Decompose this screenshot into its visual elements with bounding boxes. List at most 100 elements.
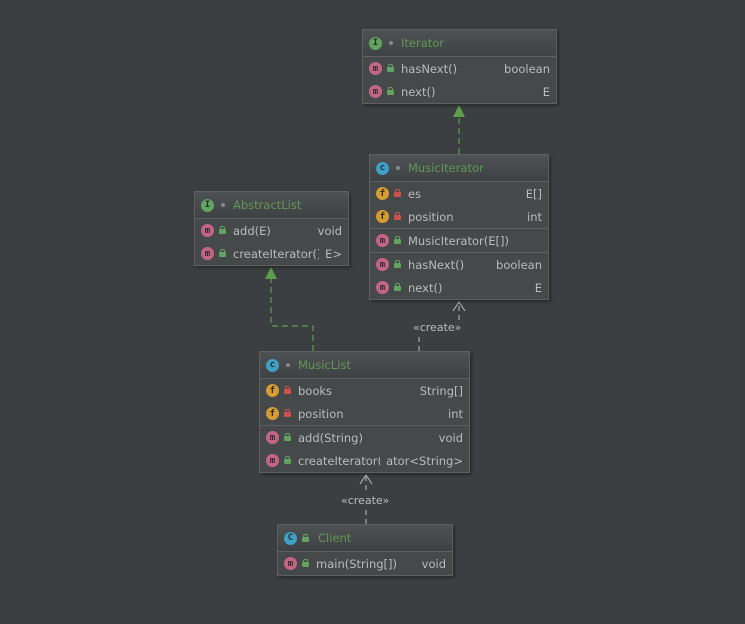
method-icon: m (201, 247, 214, 260)
public-icon (218, 249, 227, 258)
method-row[interactable]: m add(E) void (195, 219, 348, 242)
class-header: c MusicIterator (370, 155, 548, 182)
member-name: es (408, 186, 422, 201)
methods-section: m add(E) void m createIterator() E> (195, 219, 348, 265)
method-icon: m (266, 454, 279, 467)
method-icon: m (284, 557, 297, 570)
field-row[interactable]: f position int (370, 205, 548, 228)
public-icon (393, 260, 402, 269)
class-header: C Client (278, 525, 452, 552)
private-icon (283, 409, 292, 418)
package-visibility-icon (221, 203, 225, 207)
member-name: main(String[]) (316, 556, 397, 571)
arrowhead-iterator (453, 105, 465, 117)
public-icon (393, 283, 402, 292)
method-icon: m (369, 62, 382, 75)
member-name: hasNext() (401, 61, 458, 76)
member-type: String[] (419, 383, 463, 398)
method-icon: m (376, 281, 389, 294)
methods-section: m hasNext() boolean m next() E (370, 253, 548, 299)
member-name: books (298, 383, 333, 398)
member-name: next() (401, 84, 436, 99)
private-icon (393, 189, 402, 198)
class-name: Iterator (401, 36, 445, 50)
class-name: Client (318, 531, 352, 545)
class-name: MusicList (298, 358, 351, 372)
package-visibility-icon (396, 166, 400, 170)
arrowhead-musiciterator (452, 301, 466, 312)
constructor-row[interactable]: m MusicIterator(E[]) (370, 229, 548, 252)
member-name: position (298, 406, 344, 421)
public-icon (386, 87, 395, 96)
member-name: next() (408, 280, 443, 295)
field-icon: f (376, 187, 389, 200)
class-icon: c (376, 161, 389, 175)
field-row[interactable]: f position int (260, 402, 469, 425)
fields-section: f es E[] f position int (370, 182, 548, 229)
method-icon: m (376, 258, 389, 271)
method-row[interactable]: m add(String) void (260, 426, 469, 449)
method-row[interactable]: m next() E (370, 276, 548, 299)
private-icon (283, 386, 292, 395)
method-icon: m (201, 224, 214, 237)
public-icon (218, 226, 227, 235)
member-type: E[] (525, 186, 542, 201)
class-header: I Iterator (363, 30, 556, 57)
field-row[interactable]: f books String[] (260, 379, 469, 402)
method-icon: m (266, 431, 279, 444)
interface-icon: I (369, 36, 382, 50)
member-type: int (527, 209, 542, 224)
public-icon (301, 533, 310, 543)
methods-section: m hasNext() boolean m next() E (363, 57, 556, 103)
field-icon: f (376, 210, 389, 223)
member-name: hasNext() (408, 257, 465, 272)
private-icon (393, 212, 402, 221)
class-icon: C (284, 531, 297, 545)
method-row[interactable]: m createIterator() ator<String> (260, 449, 469, 472)
member-type: E (534, 280, 542, 295)
methods-section: m main(String[]) void (278, 552, 452, 575)
package-visibility-icon (389, 41, 393, 45)
class-header: c MusicList (260, 352, 469, 379)
create-label-lower: «create» (341, 494, 390, 507)
edge-musiclist-creates-musiciterator (418, 303, 460, 351)
field-icon: f (266, 407, 279, 420)
member-type: int (448, 406, 463, 421)
member-name: add(String) (298, 430, 363, 445)
class-name: MusicIterator (408, 161, 484, 175)
class-icon: c (266, 358, 279, 372)
class-box-musiciterator[interactable]: c MusicIterator f es E[] f position int … (369, 154, 549, 300)
member-name: createIterator() (233, 246, 320, 261)
method-icon: m (369, 85, 382, 98)
class-box-abstractlist[interactable]: I AbstractList m add(E) void m createIte… (194, 191, 349, 266)
class-box-iterator[interactable]: I Iterator m hasNext() boolean m next() … (362, 29, 557, 104)
fields-section: f books String[] f position int (260, 379, 469, 426)
method-row[interactable]: m hasNext() boolean (370, 253, 548, 276)
class-header: I AbstractList (195, 192, 348, 219)
field-icon: f (266, 384, 279, 397)
member-type: void (421, 556, 446, 571)
method-row[interactable]: m createIterator() E> (195, 242, 348, 265)
member-type: boolean (504, 61, 550, 76)
method-row[interactable]: m next() E (363, 80, 556, 103)
arrowhead-musiclist (359, 474, 373, 485)
member-type: boolean (496, 257, 542, 272)
member-type: E (542, 84, 550, 99)
member-name: MusicIterator(E[]) (408, 233, 509, 248)
public-icon (283, 433, 292, 442)
methods-section: m add(String) void m createIterator() at… (260, 426, 469, 472)
method-row[interactable]: m hasNext() boolean (363, 57, 556, 80)
arrowhead-abstractlist (265, 267, 277, 279)
member-name: position (408, 209, 454, 224)
create-label-upper: «create» (413, 321, 462, 334)
public-icon (393, 236, 402, 245)
class-box-musiclist[interactable]: c MusicList f books String[] f position … (259, 351, 470, 473)
public-icon (386, 64, 395, 73)
field-row[interactable]: f es E[] (370, 182, 548, 205)
interface-icon: I (201, 198, 214, 212)
member-type: E> (325, 246, 342, 261)
method-row[interactable]: m main(String[]) void (278, 552, 452, 575)
package-visibility-icon (286, 363, 290, 367)
class-box-client[interactable]: C Client m main(String[]) void (277, 524, 453, 576)
